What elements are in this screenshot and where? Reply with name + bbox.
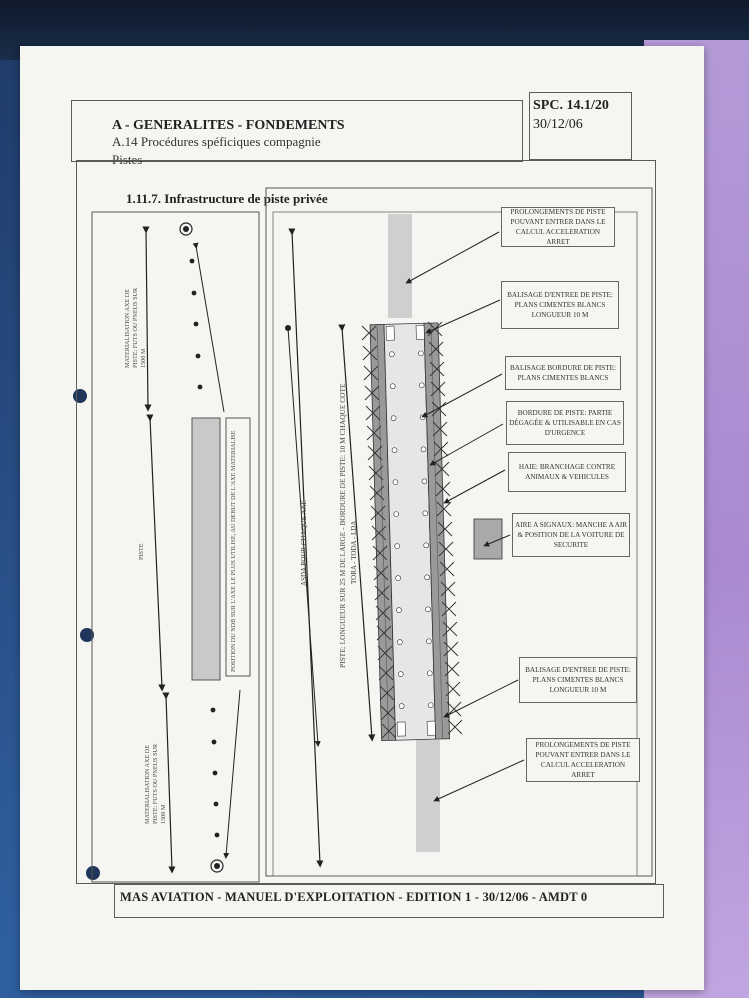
axis-marker-top-label: MATERIALISATION AXE DE PISTE: FUTS OU PN… [124, 278, 148, 368]
section-title: 1.11.7. Infrastructure de piste privée [126, 191, 328, 206]
piste-description-label: PISTE: LONGUEUR SUR 25 M DE LARGE - BORD… [338, 383, 347, 668]
footer-box [114, 884, 664, 918]
page-subtitle: A.14 Procédures spéficiques compagnie [112, 134, 321, 149]
doc-date: 30/12/06 [533, 117, 583, 132]
axis-marker-bottom-label: MATERIALISATION AXE DE PISTE: FUTS OU PN… [144, 734, 168, 824]
label-balisage-bordure: BALISAGE BORDURE DE PISTE: PLANS CIMENTE… [505, 356, 621, 390]
page-subtitle-2: Pistes [112, 152, 143, 167]
asda-label: ASDA POUR CHAQUE AXE [300, 500, 308, 586]
page-title: A - GENERALITES - FONDEMENTS [112, 118, 345, 133]
piste-label: PISTE [138, 543, 145, 560]
label-prolongements-bottom: PROLONGEMENTS DE PISTE POUVANT ENTRER DA… [526, 738, 640, 782]
footer-text: MAS AVIATION - MANUEL D'EXPLOITATION - E… [120, 890, 588, 904]
label-balisage-entree-bottom: BALISAGE D'ENTREE DE PISTE: PLANS CIMENT… [519, 657, 637, 703]
code-box [529, 92, 632, 160]
axis-marker-bottom-text: MATERIALISATION AXE DE PISTE: FUTS OU PN… [144, 743, 167, 824]
content-frame [76, 160, 656, 884]
label-balisage-entree-top: BALISAGE D'ENTREE DE PISTE: PLANS CIMENT… [501, 281, 619, 329]
label-bordure-piste: BORDURE DE PISTE: PARTIE DÉGAGÉE & UTILI… [506, 401, 624, 445]
header-box [71, 100, 523, 162]
doc-code: SPC. 14.1/20 [533, 98, 609, 113]
label-prolongements-top: PROLONGEMENTS DE PISTE POUVANT ENTRER DA… [501, 207, 615, 247]
label-haie: HAIE: BRANCHAGE CONTRE ANIMAUX & VEHICUL… [508, 452, 626, 492]
axis-marker-top-text: MATERIALISATION AXE DE PISTE: FUTS OU PN… [124, 287, 147, 368]
punch-hole-middle [80, 628, 94, 642]
punch-hole-bottom [86, 866, 100, 880]
label-aire-signaux: AIRE A SIGNAUX: MANCHE A AIR & POSITION … [512, 513, 630, 557]
tora-label: TORA - TODA - LDA [350, 520, 358, 584]
ndb-position-label: POSITION DU NDB SUR L'AXE LE PLUS UTILIS… [230, 430, 237, 672]
